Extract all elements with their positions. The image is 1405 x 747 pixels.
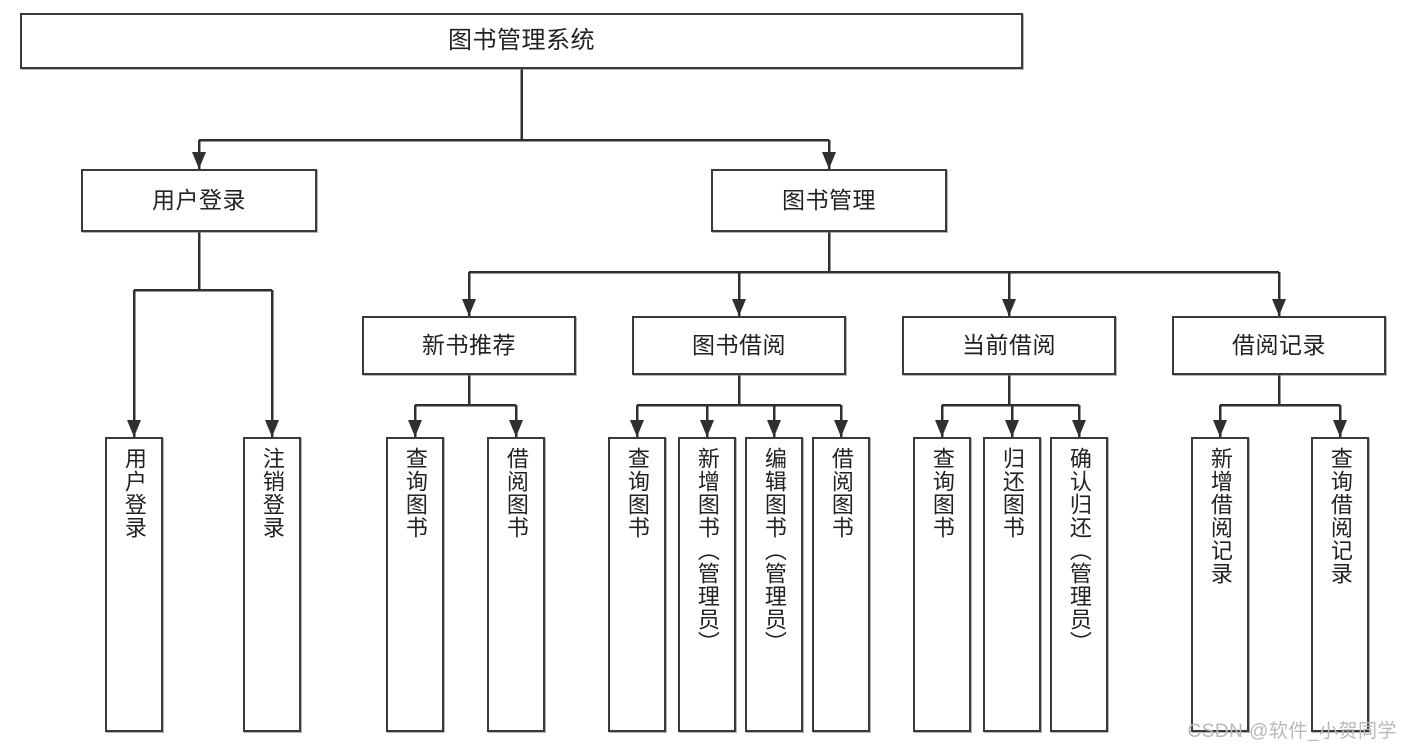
node-leaf9[interactable]: 查询图书 (913, 437, 971, 732)
node-label: 查询图书 (402, 447, 428, 539)
node-leaf2[interactable]: 注销登录 (243, 437, 301, 732)
node-label: 归还图书 (999, 447, 1025, 539)
node-label: 借阅图书 (503, 447, 529, 539)
node-leaf8[interactable]: 借阅图书 (812, 437, 870, 732)
node-label: 新书推荐 (422, 332, 516, 359)
node-leaf4[interactable]: 借阅图书 (487, 437, 545, 732)
node-label: 借阅记录 (1232, 332, 1326, 359)
node-leaf10[interactable]: 归还图书 (983, 437, 1041, 732)
node-label: 借阅图书 (828, 447, 854, 539)
node-label: 当前借阅 (962, 332, 1056, 359)
node-leaf12[interactable]: 新增借阅记录 (1191, 437, 1249, 732)
node-label: 查询借阅记录 (1327, 447, 1353, 585)
node-root[interactable]: 图书管理系统 (20, 13, 1023, 69)
node-label: 新增图书（管理员） (694, 447, 720, 654)
node-label: 查询图书 (929, 447, 955, 539)
node-leaf7[interactable]: 编辑图书（管理员） (745, 437, 803, 732)
node-label: 查询图书 (624, 447, 650, 539)
node-leaf5[interactable]: 查询图书 (608, 437, 666, 732)
node-label: 确认归还（管理员） (1066, 447, 1092, 654)
node-current[interactable]: 当前借阅 (902, 316, 1116, 375)
node-records[interactable]: 借阅记录 (1172, 316, 1386, 375)
node-login[interactable]: 用户登录 (81, 169, 317, 232)
node-label: 图书借阅 (692, 332, 786, 359)
node-borrow[interactable]: 图书借阅 (632, 316, 846, 375)
node-label: 图书管理系统 (448, 27, 595, 55)
node-newbook[interactable]: 新书推荐 (362, 316, 576, 375)
node-leaf3[interactable]: 查询图书 (386, 437, 444, 732)
node-label: 图书管理 (782, 187, 876, 214)
node-label: 编辑图书（管理员） (761, 447, 787, 654)
node-label: 用户登录 (152, 187, 246, 214)
node-label: 新增借阅记录 (1207, 447, 1233, 585)
node-label: 注销登录 (259, 447, 285, 539)
node-label: 用户登录 (121, 447, 147, 539)
node-bookmgmt[interactable]: 图书管理 (711, 169, 947, 232)
node-leaf13[interactable]: 查询借阅记录 (1311, 437, 1369, 732)
node-leaf6[interactable]: 新增图书（管理员） (678, 437, 736, 732)
node-leaf1[interactable]: 用户登录 (105, 437, 163, 732)
node-leaf11[interactable]: 确认归还（管理员） (1050, 437, 1108, 732)
